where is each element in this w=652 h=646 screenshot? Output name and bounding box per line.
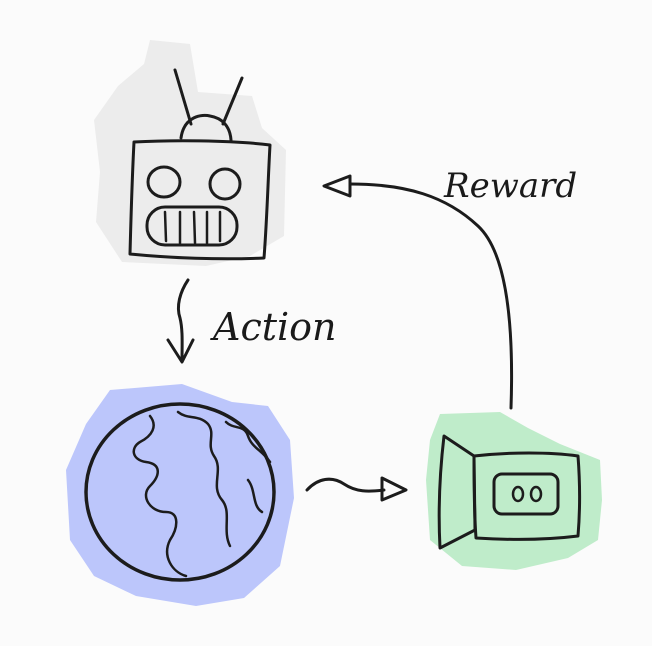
action-arrow bbox=[176, 278, 190, 362]
reward-label: Reward bbox=[443, 166, 577, 206]
action-arrowhead bbox=[166, 338, 195, 364]
environment-highlight bbox=[66, 384, 294, 606]
observation-arrow bbox=[305, 477, 386, 493]
observer-node bbox=[426, 412, 602, 570]
reward-arrow bbox=[348, 182, 514, 410]
agent-highlight bbox=[94, 40, 286, 266]
observation-edge bbox=[305, 476, 408, 502]
reward-edge: Reward bbox=[322, 166, 577, 410]
action-edge: Action bbox=[166, 278, 337, 364]
robot-icon bbox=[128, 68, 272, 261]
globe-icon bbox=[84, 402, 276, 582]
observation-arrowhead bbox=[380, 476, 408, 502]
action-label: Action bbox=[210, 305, 337, 349]
reward-arrowhead bbox=[322, 174, 352, 198]
environment-node bbox=[66, 384, 294, 606]
camera-icon bbox=[437, 434, 581, 550]
agent-node bbox=[94, 40, 286, 266]
